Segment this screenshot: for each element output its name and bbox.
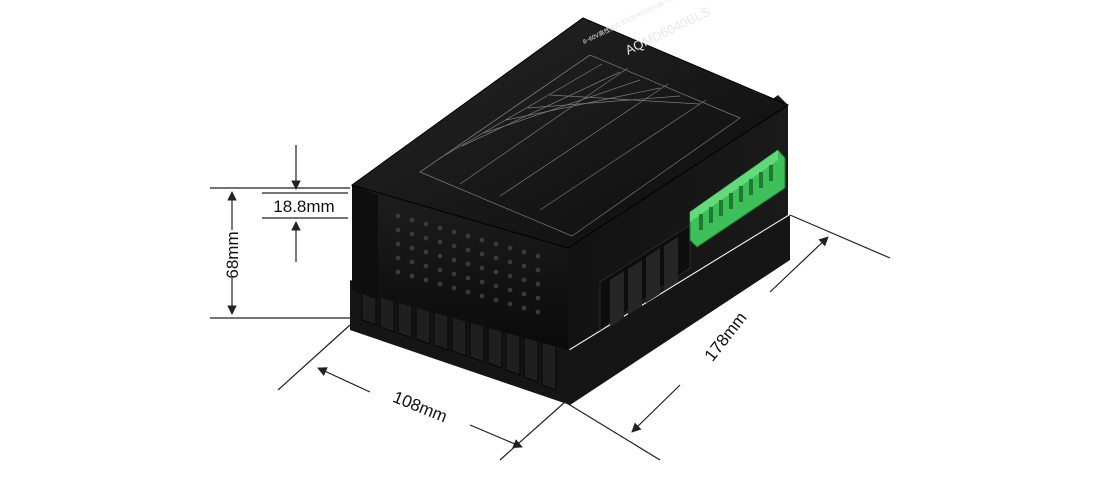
- power-terminal-block: [599, 224, 691, 331]
- signal-terminal-block: [689, 149, 786, 248]
- step-label: 18.8mm: [273, 197, 334, 216]
- length-label: 178mm: [701, 308, 751, 364]
- dimension-step: 18.8mm: [262, 145, 348, 262]
- front-face: [352, 185, 568, 350]
- model-label: AQMD6040BLS: [623, 4, 713, 58]
- dimension-height: 68mm: [210, 187, 350, 319]
- spec-table: [419, 54, 741, 237]
- top-panel: AQMD6040BLS 8~60V高性能直流无刷电机驱动器 V2版: [350, 0, 790, 249]
- vent-holes: [395, 213, 541, 315]
- side-face: [568, 95, 788, 350]
- height-label: 68mm: [223, 231, 242, 278]
- heatsink: [350, 215, 790, 405]
- width-label: 108mm: [390, 387, 450, 426]
